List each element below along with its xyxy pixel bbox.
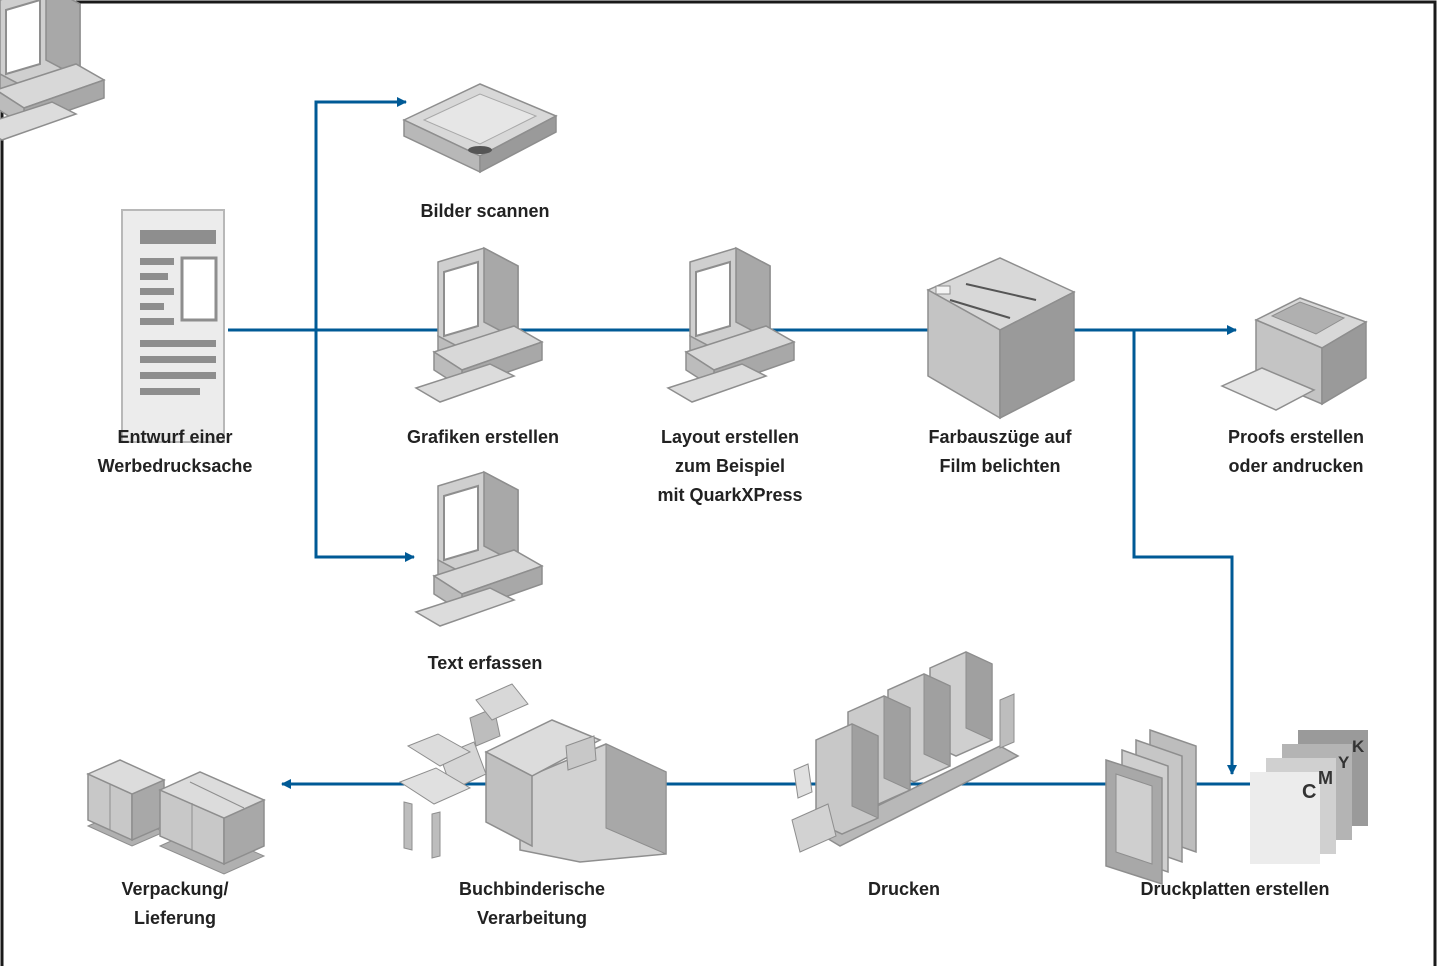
pallet-boxes-icon [86, 759, 266, 875]
label-line: Film belichten [939, 456, 1061, 476]
branch-to-text [314, 330, 415, 562]
plate-letter-k: K [1352, 737, 1365, 756]
label-versand: Verpackung/ Lieferung [80, 875, 270, 933]
label-scannen: Bilder scannen [385, 197, 585, 226]
label-text: Text erfassen [385, 649, 585, 678]
label-line: Grafiken erstellen [406, 427, 560, 447]
label-line: Druckplatten erstellen [1140, 879, 1330, 899]
label-proofs: Proofs erstellen oder andrucken [1196, 423, 1396, 481]
label-line: mit QuarkXPress [657, 485, 803, 505]
label-line: Bilder scannen [420, 201, 550, 221]
proof-printer-icon [1220, 297, 1368, 411]
label-line: Drucken [867, 879, 941, 899]
label-line: Entwurf einer [117, 427, 233, 447]
label-layout: Layout erstellen zum Beispiel mit QuarkX… [628, 423, 832, 510]
label-line: Farbauszüge auf [928, 427, 1072, 447]
label-line: Lieferung [133, 908, 216, 928]
branch-to-plates [1132, 330, 1237, 775]
label-line: Buchbinderische [458, 879, 606, 899]
scanner-icon [402, 83, 558, 174]
label-line: Werbedrucksache [97, 456, 253, 476]
label-film: Farbauszüge auf Film belichten [900, 423, 1100, 481]
label-line: Text erfassen [427, 653, 543, 673]
plate-letter-c: C [1302, 781, 1316, 803]
branch-to-scanner [314, 97, 407, 330]
label-line: zum Beispiel [674, 456, 786, 476]
imagesetter-icon [926, 257, 1076, 420]
plate-letter-m: M [1318, 768, 1333, 788]
plate-letter-y: Y [1338, 753, 1350, 772]
document-icon [121, 209, 225, 443]
printing-plates-icon [1105, 728, 1368, 886]
label-grafiken: Grafiken erstellen [370, 423, 596, 452]
label-platten: Druckplatten erstellen [1115, 875, 1355, 904]
label-line: Proofs erstellen [1227, 427, 1365, 447]
label-line: Layout erstellen [660, 427, 800, 447]
label-line: oder andrucken [1228, 456, 1364, 476]
label-binden: Buchbinderische Verarbeitung [432, 875, 632, 933]
label-entwurf: Entwurf einer Werbedrucksache [80, 423, 270, 481]
bookbinding-machine-icon [398, 683, 667, 863]
plate-letters: C M Y K [1302, 737, 1365, 803]
computer-icon [0, 0, 106, 141]
printing-press-icon [791, 651, 1020, 853]
label-drucken: Drucken [804, 875, 1004, 904]
label-line: Verpackung/ [121, 879, 229, 899]
label-line: Verarbeitung [476, 908, 588, 928]
